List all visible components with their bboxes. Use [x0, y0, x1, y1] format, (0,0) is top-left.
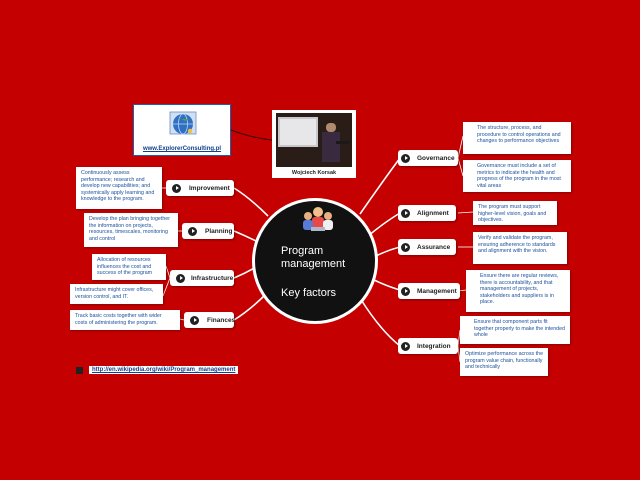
- note-finances: Track basic costs together with wider co…: [70, 310, 180, 330]
- topic-improvement[interactable]: Improvement: [166, 180, 234, 196]
- note-alignment: The program must support higher-level vi…: [473, 201, 557, 225]
- note-integration-2: Optimize performance across the program …: [460, 348, 548, 376]
- note-management: Ensure there are regular reviews, there …: [466, 270, 570, 312]
- wikipedia-link-row[interactable]: http://en.wikipedia.org/wiki/Program_man…: [76, 366, 239, 374]
- note-governance-1: The structure, process, and procedure to…: [463, 122, 571, 154]
- topic-label: Planning: [205, 227, 233, 235]
- logo-url-link[interactable]: www.ExplorerConsulting.pl: [142, 146, 222, 152]
- play-icon: [172, 183, 181, 193]
- topic-finances[interactable]: Finances: [184, 312, 236, 328]
- play-icon: [401, 286, 410, 296]
- link-bullet-icon: [76, 366, 83, 374]
- note-infrastructure-1: Allocation of resources influences the c…: [92, 254, 166, 280]
- play-icon: [401, 341, 410, 351]
- play-icon: [401, 242, 410, 252]
- explorer-consulting-logo[interactable]: www.ExplorerConsulting.pl: [133, 104, 231, 156]
- topic-label: Infrastructure: [191, 274, 234, 282]
- topic-assurance[interactable]: Assurance: [398, 239, 456, 255]
- topic-label: Finances: [207, 316, 236, 324]
- play-icon: [401, 208, 410, 218]
- topic-label: Governance: [417, 154, 455, 162]
- topic-label: Integration: [417, 342, 451, 350]
- play-icon: [188, 226, 197, 236]
- author-photo: Wojciech Korsak: [272, 110, 356, 178]
- photo-caption: Wojciech Korsak: [291, 170, 337, 176]
- topic-planning[interactable]: Planning: [182, 223, 234, 239]
- play-icon: [176, 273, 185, 283]
- topic-label: Improvement: [189, 184, 230, 192]
- note-governance-2: Governance must include a set of metrics…: [463, 160, 571, 192]
- globe-icon: [169, 111, 197, 135]
- note-assurance: Verify and validate the program, ensurin…: [473, 232, 567, 264]
- wikipedia-link[interactable]: http://en.wikipedia.org/wiki/Program_man…: [89, 366, 239, 374]
- topic-infrastructure[interactable]: Infrastructure: [170, 270, 234, 286]
- central-subtitle: Key factors: [281, 287, 337, 299]
- topic-label: Assurance: [417, 243, 451, 251]
- note-integration-1: Ensure that component parts fit together…: [460, 316, 570, 344]
- play-icon: [401, 153, 410, 163]
- central-title-line1: Program: [281, 245, 324, 257]
- note-planning: Develop the plan bringing together the i…: [84, 213, 178, 247]
- topic-governance[interactable]: Governance: [398, 150, 458, 166]
- central-topic[interactable]: Program management Key factors: [252, 198, 378, 324]
- topic-alignment[interactable]: Alignment: [398, 205, 456, 221]
- note-infrastructure-2: Infrastructure might cover offices, vers…: [70, 284, 163, 304]
- team-people-icon: [303, 207, 333, 231]
- play-icon: [190, 315, 199, 325]
- topic-label: Management: [417, 287, 457, 295]
- topic-integration[interactable]: Integration: [398, 338, 458, 354]
- topic-label: Alignment: [417, 209, 449, 217]
- topic-management[interactable]: Management: [398, 283, 460, 299]
- presenter-photo: [276, 113, 352, 167]
- central-title-line2: management: [281, 258, 346, 270]
- note-improvement: Continuously assess performance; researc…: [76, 167, 162, 209]
